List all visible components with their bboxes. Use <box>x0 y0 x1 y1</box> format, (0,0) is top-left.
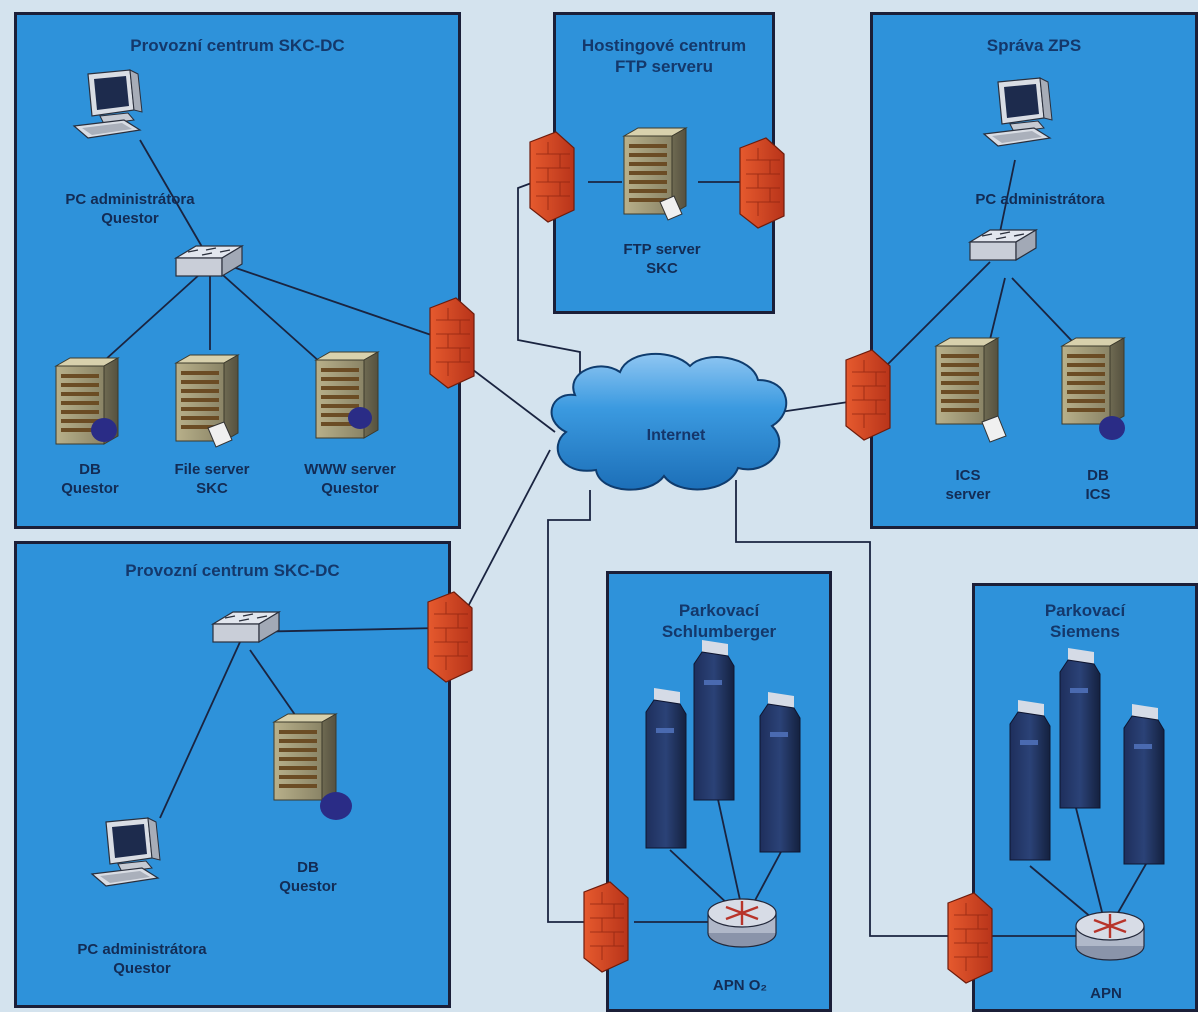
router-icon <box>706 897 778 949</box>
www-server-icon <box>315 351 379 439</box>
internet-cloud-icon <box>550 353 788 491</box>
router-icon <box>1074 910 1146 962</box>
label-db-questor: DB Questor <box>61 461 119 497</box>
firewall-icon <box>739 137 785 229</box>
label-ftp-server: FTP server SKC <box>623 241 701 277</box>
switch-icon <box>969 229 1037 261</box>
label-pc-admin-top: PC administrátora Questor <box>65 191 195 227</box>
label-pc-admin-zps: PC administrátora <box>975 191 1105 208</box>
ftp-server-icon <box>623 127 687 221</box>
label-db-ics: DB ICS <box>1085 467 1111 503</box>
firewall-icon <box>429 297 475 389</box>
file-server-icon <box>175 354 239 448</box>
parking-terminal-icon <box>645 687 687 849</box>
label-file-server: File server SKC <box>174 461 250 497</box>
pc-admin-icon <box>983 77 1053 147</box>
zone-title: Správa ZPS <box>986 36 1082 55</box>
zone-title: Hostingové centrum FTP serveru <box>581 36 747 76</box>
label-db-bottom: DB Questor <box>279 859 337 895</box>
db-server-icon <box>55 357 119 445</box>
label-ics-server: ICS server <box>945 467 991 503</box>
firewall-icon <box>427 591 473 683</box>
db-server-icon <box>273 713 352 820</box>
label-apn-o2: APN O₂ <box>712 977 768 994</box>
firewall-icon <box>845 349 891 441</box>
firewall-icon <box>583 881 629 973</box>
zone-title: Parkovací Siemens <box>1044 601 1126 641</box>
zone-title: Provozní centrum SKC-DC <box>125 561 340 580</box>
parking-terminal-icon <box>693 639 735 801</box>
label-pc-admin-bottom: PC administrátora Questor <box>77 941 207 977</box>
db-ics-server-icon <box>1061 337 1125 440</box>
label-internet: Internet <box>646 427 706 444</box>
ics-server-icon <box>935 337 1007 443</box>
parking-terminal-icon <box>1009 699 1051 861</box>
pc-admin-icon <box>73 69 143 139</box>
links <box>104 139 1147 937</box>
firewall-icon <box>529 131 575 223</box>
firewall-icon <box>947 892 993 984</box>
label-www-server: WWW server Questor <box>304 461 396 497</box>
zone-title: Provozní centrum SKC-DC <box>130 36 345 55</box>
parking-terminal-icon <box>1059 647 1101 809</box>
pc-admin-icon <box>91 817 161 887</box>
switch-icon <box>212 611 280 643</box>
parking-terminal-icon <box>759 691 801 853</box>
switch-icon <box>175 245 243 277</box>
label-apn: APN <box>1090 985 1122 1002</box>
parking-terminal-icon <box>1123 703 1165 865</box>
zone-title: Parkovací Schlumberger <box>661 601 777 641</box>
